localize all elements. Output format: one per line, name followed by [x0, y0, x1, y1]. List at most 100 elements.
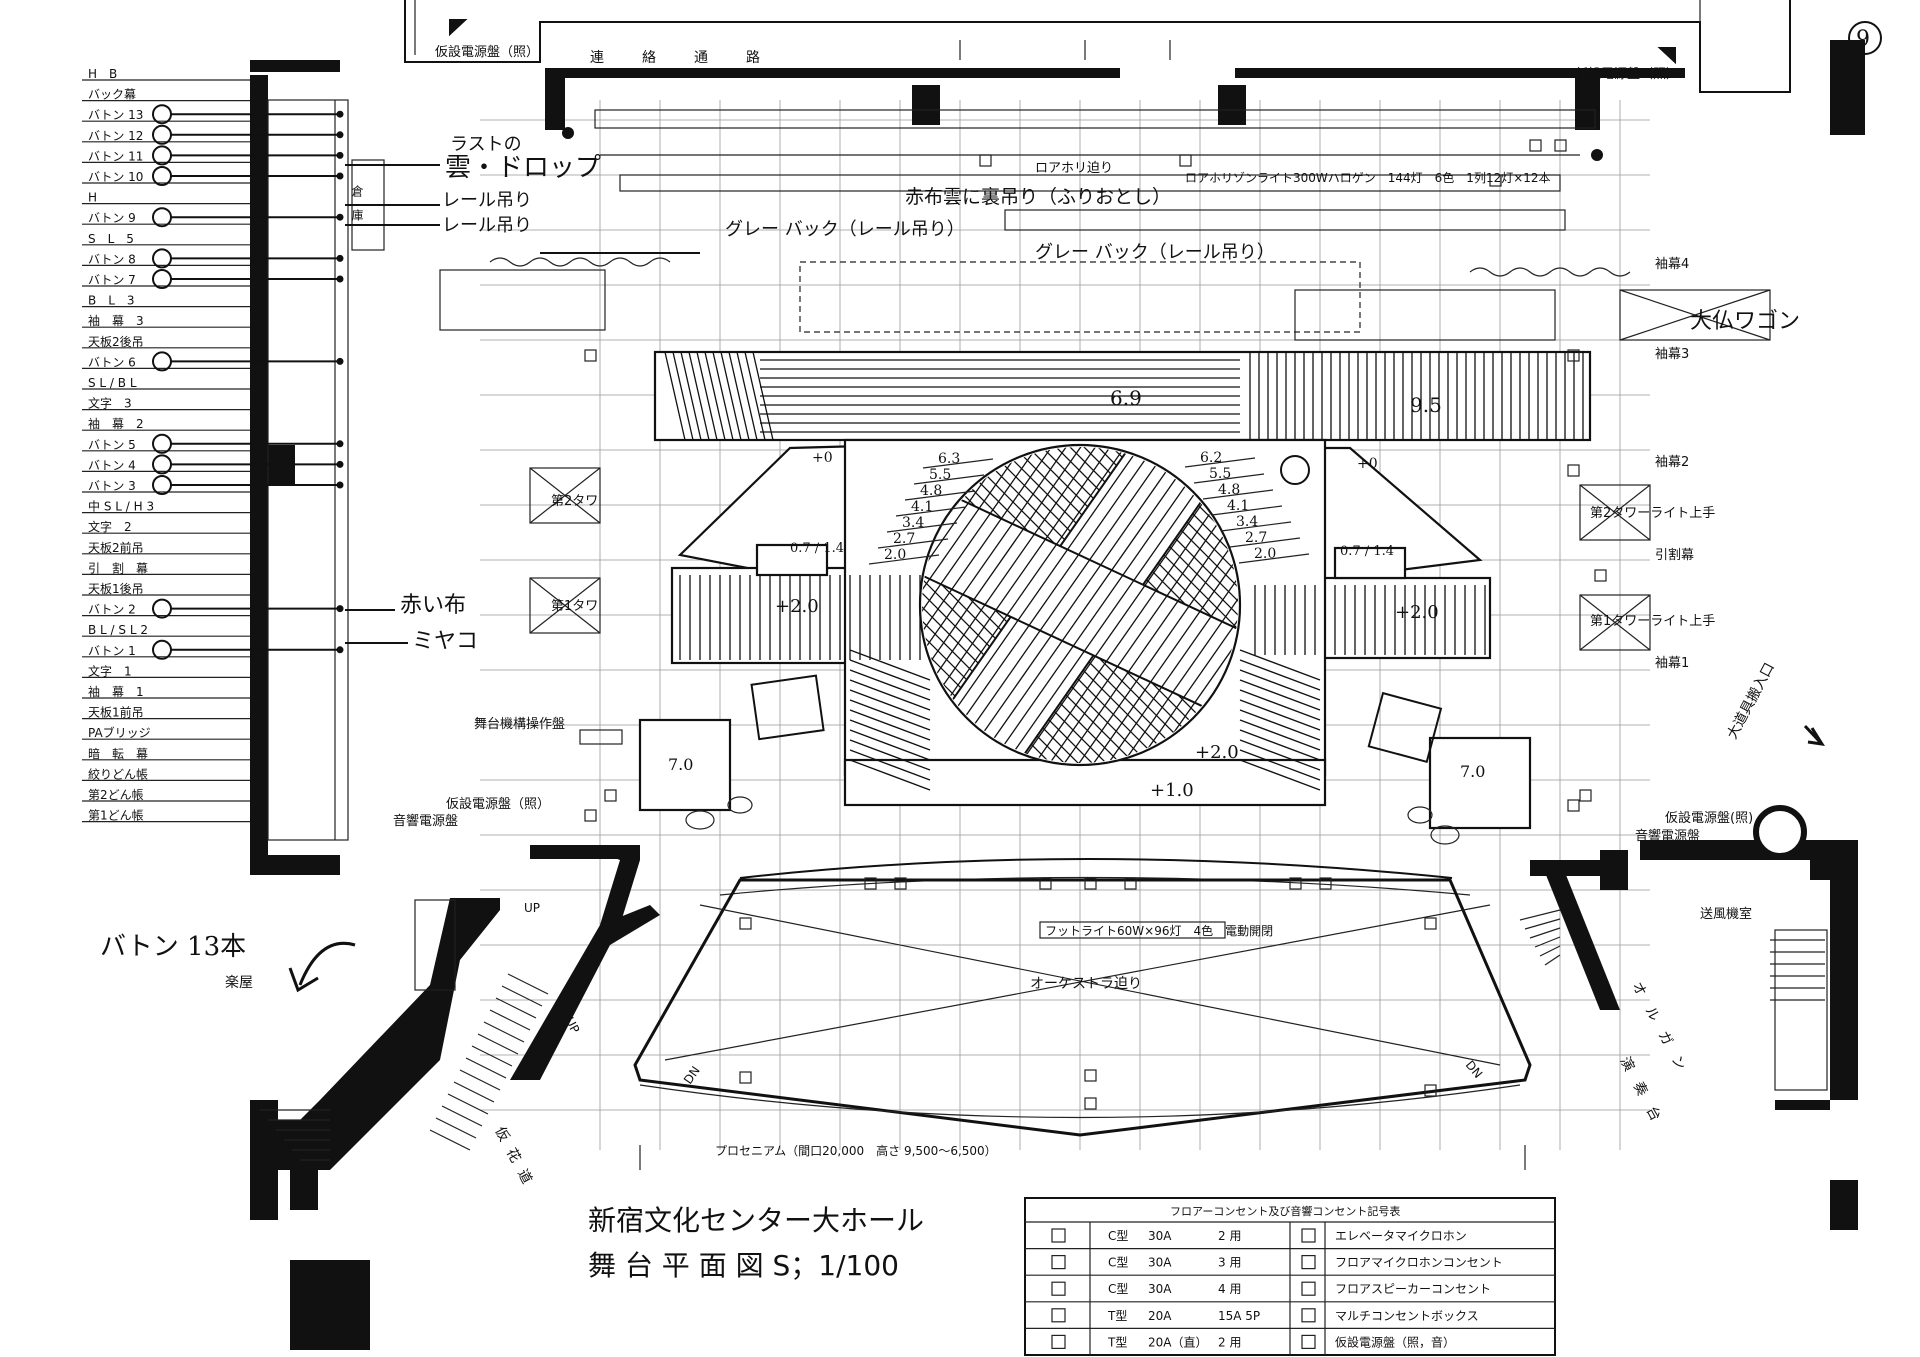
batten-label: 暗 転 幕 — [88, 746, 148, 761]
batten-number-circle — [152, 598, 172, 619]
stair-edge — [904, 490, 976, 501]
batten-label: バトン 9 — [88, 211, 136, 225]
floor-outlet — [739, 917, 752, 930]
sound-panel-left-label: 音響電源盤 — [393, 813, 458, 829]
hatch-line — [704, 351, 726, 441]
corridor-label: 連 絡 通 路 — [590, 50, 772, 66]
note-rail-1: レール吊り — [442, 190, 532, 211]
small-height-left: 0.7 / 1.4 — [790, 541, 844, 556]
floor-outlet — [1179, 154, 1192, 167]
floor-outlet — [1554, 139, 1567, 152]
batten-label: S L 5 — [88, 232, 134, 246]
batten-number-circle — [152, 104, 172, 125]
temp-panel-top-left: 仮設電源盤（照） — [435, 44, 539, 60]
corridor-outline — [404, 0, 1865, 161]
note-miyako: ミヤコ — [412, 629, 478, 654]
legend-use: 2 用 — [1218, 1229, 1241, 1243]
hatch-line — [849, 709, 931, 741]
floor-outlet — [1567, 799, 1580, 812]
stair-height: 3.4 — [1236, 514, 1258, 530]
plank-line — [999, 479, 1190, 751]
batten-number-circle — [152, 145, 172, 166]
stair-edge — [922, 458, 994, 469]
tower2-right-label: 第2タワーライト上手 — [1590, 506, 1715, 521]
orchestra-pit — [633, 858, 1532, 1137]
hatch-line — [1239, 649, 1321, 681]
stair-edge — [1238, 553, 1310, 564]
plank-line — [1027, 447, 1238, 763]
right-box-height: 7.0 — [1460, 762, 1485, 781]
box-right — [1428, 736, 1532, 830]
batten-label: バトン 12 — [88, 129, 143, 143]
floor-outlet — [1579, 789, 1592, 802]
stairs — [260, 899, 1828, 1161]
stair-tread — [507, 973, 549, 995]
hatch-line — [1239, 669, 1321, 701]
legend-use: 4 用 — [1218, 1282, 1241, 1296]
legend-type: T型 — [1107, 1309, 1127, 1323]
plank-line — [1068, 527, 1238, 763]
floor-outlet — [1319, 877, 1332, 890]
batten-label: B L / S L 2 — [88, 623, 148, 637]
floor-outlet — [1289, 877, 1302, 890]
plank-line — [922, 447, 1053, 655]
stair-tread — [1534, 936, 1561, 948]
legend-type: T型 — [1107, 1335, 1127, 1349]
floor-outlet — [1084, 1097, 1097, 1110]
hatch-line — [849, 679, 931, 711]
hatch-line — [664, 351, 686, 441]
small-height-right: 0.7 / 1.4 — [1340, 544, 1394, 559]
stair-tread — [483, 1021, 525, 1043]
stair-height: 2.0 — [884, 547, 906, 563]
note-batten-count: バトン 13本 — [100, 932, 246, 962]
stair-height: 6.3 — [938, 451, 960, 467]
stair-tread — [495, 997, 537, 1019]
batten-number-circle — [152, 124, 172, 145]
stair-edge — [877, 538, 949, 549]
hatch-line — [1239, 729, 1321, 761]
stair-tread — [459, 1069, 501, 1091]
batten-label: 袖 幕 3 — [88, 313, 144, 328]
riser-plus-right: +0 — [1357, 456, 1378, 472]
batten-label: PAブリッジ — [88, 725, 151, 740]
stair-edge — [1220, 521, 1292, 532]
batten-label: 袖 幕 2 — [88, 416, 144, 431]
batten-label: S L / B L — [88, 376, 137, 390]
legend-symbol — [1301, 1334, 1316, 1350]
stair-edge — [868, 554, 940, 565]
batten-node — [336, 110, 344, 118]
plank-line — [950, 447, 1141, 717]
riser-front — [843, 758, 1327, 807]
stair-tread — [489, 1009, 531, 1031]
legend-use: 15A 5P — [1218, 1309, 1260, 1323]
plank-line — [1041, 447, 1238, 763]
hatch-line — [1239, 709, 1321, 741]
batten-label: 袖 幕 1 — [88, 684, 144, 699]
batten-label: バトン 13 — [88, 108, 143, 122]
legend-symbol — [1051, 1254, 1066, 1270]
note-big-wagon: 大仏ワゴン — [1690, 309, 1800, 334]
stair-tread — [435, 1117, 477, 1139]
hatch-line — [849, 749, 931, 781]
note-red-cloth: 赤布雲に裏吊り（ふりおとし） — [905, 186, 1171, 208]
legend-desc: 仮設電源盤（照，音） — [1335, 1334, 1455, 1349]
plank-line — [979, 466, 1171, 738]
batten-label: バトン 5 — [88, 438, 136, 452]
batten-label: バトン 7 — [88, 273, 136, 287]
note-last-cloud-2: 雲・ドロップ — [445, 153, 601, 183]
batten-label: バトン 10 — [88, 170, 143, 184]
step-right-small — [1333, 546, 1407, 580]
storage-label: 倉 庫 — [350, 184, 364, 222]
legend-symbol — [1051, 1228, 1066, 1243]
hatch-line — [752, 351, 774, 441]
note-last-cloud-1: ラストの — [450, 134, 522, 155]
legend-desc: フロアマイクロホンコンセント — [1335, 1256, 1503, 1270]
stair-tread — [1529, 927, 1561, 939]
stair-tread — [465, 1057, 507, 1079]
floor-outlet — [864, 877, 877, 890]
stair-height: 3.4 — [902, 515, 924, 531]
note-leaders — [345, 164, 440, 644]
plank-line — [1107, 555, 1238, 763]
floor-outlet — [584, 809, 597, 822]
batten-label: 天板1後吊 — [88, 582, 144, 596]
